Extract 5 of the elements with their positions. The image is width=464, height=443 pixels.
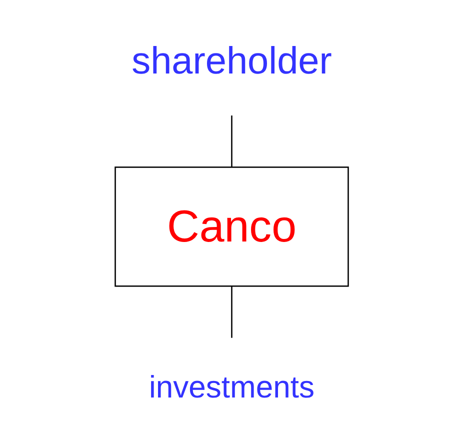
node-text: investments: [149, 368, 315, 404]
connector: [231, 286, 233, 338]
node-text: shareholder: [132, 40, 332, 82]
connector: [231, 115, 233, 168]
node-box: Canco: [114, 166, 350, 287]
